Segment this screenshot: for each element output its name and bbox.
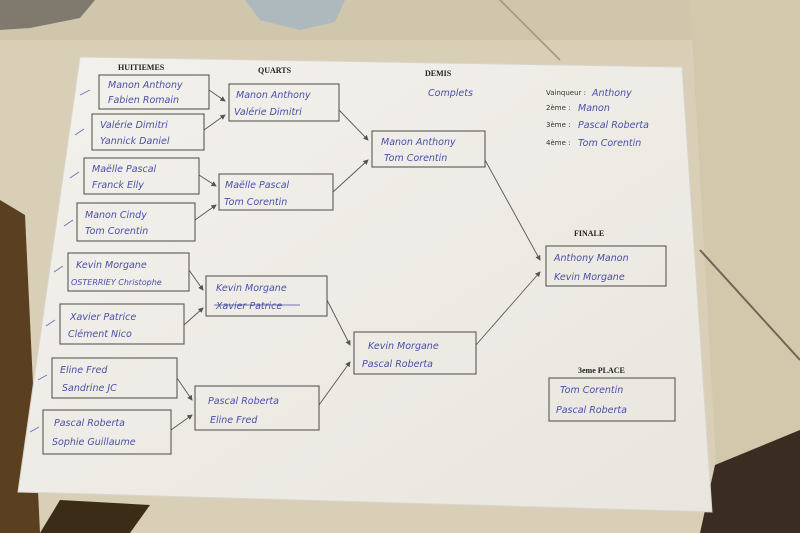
podium-label: Vainqueur : [546, 89, 586, 97]
table-plank-right [690, 0, 800, 533]
player-label: Manon Cindy [85, 210, 147, 221]
heading-quarts: QUARTS [258, 66, 292, 75]
bracket-arrows [170, 89, 541, 431]
player-label: Sophie Guillaume [52, 437, 136, 448]
table-corner-right [700, 430, 800, 533]
heading-demis: DEMIS [425, 69, 452, 78]
player-label: Tom Corentin [384, 153, 447, 164]
player-label: Tom Corentin [560, 385, 623, 396]
match-quart-1: Manon Anthony Valérie Dimitri [228, 83, 340, 122]
margin-marks [29, 89, 91, 433]
heading-finale: FINALE [574, 229, 604, 238]
player-label: Manon Anthony [236, 90, 311, 101]
match-huitieme-6: Xavier Patrice Clément Nico [59, 303, 185, 345]
match-demi-1: Manon Anthony Tom Corentin [371, 130, 486, 168]
player-label: Franck Elly [92, 180, 144, 191]
match-quart-3: Kevin Morgane Xavier Patrice [205, 275, 328, 317]
player-label: Tom Corentin [224, 197, 287, 208]
player-label: Pascal Roberta [208, 396, 279, 407]
match-huitieme-5: Kevin Morgane OSTERRIEY Christophe [67, 252, 190, 292]
player-label: Anthony Manon [553, 253, 629, 264]
podium-value: Manon [578, 103, 610, 114]
podium-value: Tom Corentin [578, 138, 641, 149]
player-label: Kevin Morgane [368, 341, 439, 352]
player-label: Xavier Patrice [69, 312, 136, 323]
net-object [0, 0, 95, 30]
player-label: Tom Corentin [85, 226, 148, 237]
match-huitieme-3: Maëlle Pascal Franck Elly [83, 157, 200, 195]
table-crack [699, 249, 800, 361]
player-label: OSTERRIEY Christophe [71, 278, 162, 287]
match-quart-4: Pascal Roberta Eline Fred [194, 385, 320, 431]
player-label: Sandrine JC [62, 383, 117, 394]
player-label: Eline Fred [60, 365, 108, 376]
player-label: Kevin Morgane [76, 260, 147, 271]
match-huitieme-1: Manon Anthony Fabien Romain [98, 74, 210, 110]
match-troisieme: Tom Corentin Pascal Roberta [548, 377, 676, 422]
player-label: Maëlle Pascal [92, 164, 157, 175]
demis-note: Complets [428, 88, 473, 99]
player-label: Xavier Patrice [215, 301, 282, 312]
player-label: Kevin Morgane [554, 272, 625, 283]
player-label: Pascal Roberta [556, 405, 627, 416]
match-huitieme-2: Valérie Dimitri Yannick Daniel [91, 113, 205, 151]
podium-value: Pascal Roberta [578, 120, 649, 131]
player-label: Eline Fred [210, 415, 258, 426]
match-demi-2: Kevin Morgane Pascal Roberta [353, 331, 477, 375]
podium-label: 4ème : [546, 139, 570, 147]
player-label: Clément Nico [68, 329, 132, 340]
heading-huitiemes: HUITIEMES [118, 63, 165, 72]
player-label: Manon Anthony [108, 80, 183, 91]
table-plank-shade [0, 0, 800, 40]
player-label: Valérie Dimitri [100, 120, 168, 131]
cloth-object [245, 0, 345, 30]
player-label: Pascal Roberta [362, 359, 433, 370]
podium-list: Vainqueur : Anthony 2ème : Manon 3ème : … [546, 88, 649, 149]
player-label: Fabien Romain [108, 95, 179, 106]
podium-value: Anthony [591, 88, 632, 99]
match-finale: Anthony Manon Kevin Morgane [545, 245, 667, 287]
match-huitieme-8: Pascal Roberta Sophie Guillaume [42, 409, 172, 455]
player-label: Manon Anthony [381, 137, 456, 148]
table-dark-edge-2 [40, 500, 150, 533]
match-huitieme-4: Manon Cindy Tom Corentin [76, 202, 196, 242]
player-label: Valérie Dimitri [234, 107, 302, 118]
table-crack-2 [499, 0, 561, 61]
player-label: Maëlle Pascal [225, 180, 290, 191]
player-label: Kevin Morgane [216, 283, 287, 294]
podium-label: 3ème : [546, 121, 570, 129]
podium-label: 2ème : [546, 104, 570, 112]
player-label: Pascal Roberta [54, 418, 125, 429]
player-label: Yannick Daniel [100, 136, 170, 147]
heading-troisieme: 3eme PLACE [578, 366, 625, 375]
